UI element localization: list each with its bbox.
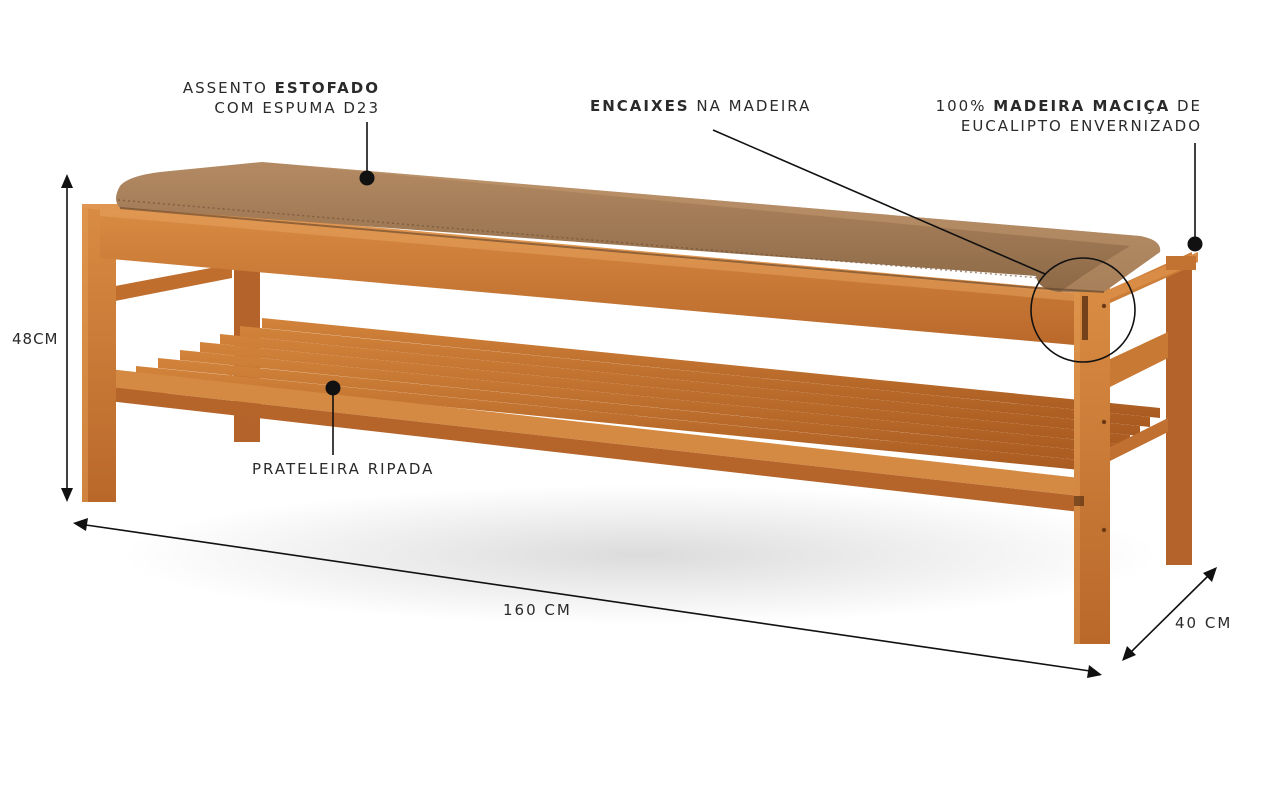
back-right-leg: [1166, 260, 1192, 565]
annotation-leaders: [332, 122, 1196, 455]
left-upper-stretcher: [110, 264, 232, 302]
front-shelf-rail-face: [100, 386, 1080, 512]
shelf-label: PRATELEIRA RIPADA: [252, 460, 435, 478]
front-shelf-rail: [100, 368, 1080, 496]
seat-label-line2: COM ESPUMA D23: [214, 99, 380, 117]
wood-label: 100% MADEIRA MACIÇA DE EUCALIPTO ENVERNI…: [880, 96, 1202, 136]
seat-label-line1: ASSENTO ESTOFADO: [182, 79, 380, 97]
width-dimension-label: 160 CM: [503, 601, 572, 619]
wood-marker-dot: [1187, 236, 1203, 252]
wood-label-line1: 100% MADEIRA MACIÇA DE: [935, 97, 1202, 115]
dimension-arrows: [61, 174, 1217, 678]
height-dimension-label: 48CM: [12, 330, 59, 348]
seat-frame-apron: [100, 208, 1108, 348]
joints-label: ENCAIXES NA MADEIRA: [590, 97, 812, 115]
wood-label-line2: EUCALIPTO ENVERNIZADO: [960, 117, 1202, 135]
seat-label: ASSENTO ESTOFADO COM ESPUMA D23: [150, 78, 380, 118]
depth-dimension-label: 40 CM: [1175, 614, 1233, 632]
back-right-leg-top: [1166, 256, 1196, 270]
floor-shadow: [120, 485, 1160, 625]
seat-marker-dot: [359, 170, 375, 186]
right-upper-stretcher: [1108, 332, 1168, 388]
right-lower-stretcher: [1108, 418, 1168, 462]
slatted-shelf: [136, 318, 1160, 472]
shelf-marker-dot: [325, 380, 341, 396]
